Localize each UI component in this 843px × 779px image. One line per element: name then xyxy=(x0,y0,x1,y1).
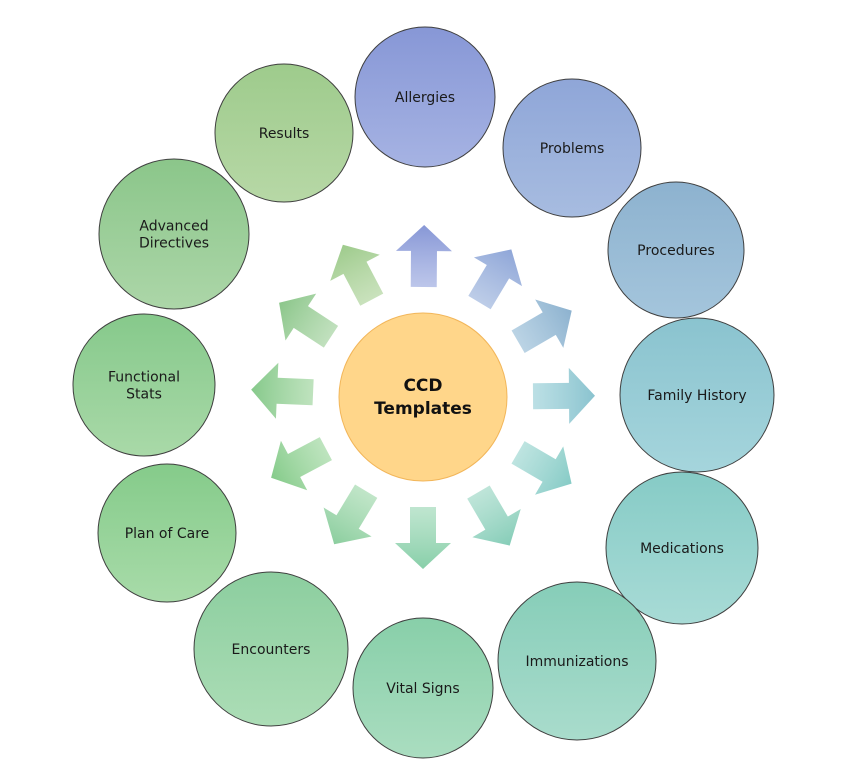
node-circle-advanced-directives xyxy=(98,158,250,310)
node-label-vital-signs: Vital Signs xyxy=(386,681,459,697)
node-circle-plan-of-care xyxy=(97,463,237,603)
node-encounters: Encounters xyxy=(193,571,349,727)
node-circle-encounters xyxy=(193,571,349,727)
arrow-to-encounters xyxy=(323,484,378,545)
node-label-plan-of-care: Plan of Care xyxy=(125,526,210,542)
center-label-line1: CCD xyxy=(403,376,442,396)
node-circle-problems xyxy=(502,78,642,218)
arrow-to-medications xyxy=(511,441,572,495)
node-results: Results xyxy=(214,63,354,203)
arrow-to-advanced-directives xyxy=(279,293,339,348)
arrow-to-problems xyxy=(468,249,522,310)
node-label-advanced-directives-2: Directives xyxy=(139,236,209,252)
node-label-results: Results xyxy=(259,126,310,142)
node-immunizations: Immunizations xyxy=(497,581,657,741)
arrow-to-family-history xyxy=(532,367,595,424)
node-label-problems: Problems xyxy=(540,141,605,157)
node-label-advanced-directives-1: Advanced xyxy=(139,219,208,235)
arrow-to-allergies xyxy=(395,225,452,288)
center-circle xyxy=(338,312,508,482)
arrows-group xyxy=(251,225,595,569)
arrow-to-results xyxy=(330,244,384,306)
node-label-allergies: Allergies xyxy=(395,90,455,106)
arrow-to-functional-stats xyxy=(251,362,314,419)
node-label-immunizations: Immunizations xyxy=(525,654,628,670)
node-problems: Problems xyxy=(502,78,642,218)
node-label-functional-stats-2: Stats xyxy=(126,387,162,403)
node-circle-allergies xyxy=(354,26,496,168)
node-medications: Medications xyxy=(605,471,759,625)
node-circle-functional-stats xyxy=(72,313,216,457)
node-label-functional-stats-1: Functional xyxy=(108,370,180,386)
node-family-history: Family History xyxy=(619,317,775,473)
center-node: CCD Templates xyxy=(338,312,508,482)
node-allergies: Allergies xyxy=(354,26,496,168)
node-circle-immunizations xyxy=(497,581,657,741)
node-plan-of-care: Plan of Care xyxy=(97,463,237,603)
node-label-family-history: Family History xyxy=(647,388,746,404)
node-circle-procedures xyxy=(607,181,745,319)
arrow-to-immunizations xyxy=(467,485,521,546)
center-label-line2: Templates xyxy=(374,399,472,419)
node-label-medications: Medications xyxy=(640,541,724,557)
node-circle-results xyxy=(214,63,354,203)
arrow-to-procedures xyxy=(511,299,572,353)
arrow-to-plan-of-care xyxy=(271,437,332,491)
node-circle-medications xyxy=(605,471,759,625)
node-procedures: Procedures xyxy=(607,181,745,319)
arrow-to-vital-signs xyxy=(395,507,451,569)
node-label-procedures: Procedures xyxy=(637,243,715,259)
node-circle-vital-signs xyxy=(352,617,494,759)
node-vital-signs: Vital Signs xyxy=(352,617,494,759)
node-circle-family-history xyxy=(619,317,775,473)
node-label-encounters: Encounters xyxy=(232,642,311,658)
